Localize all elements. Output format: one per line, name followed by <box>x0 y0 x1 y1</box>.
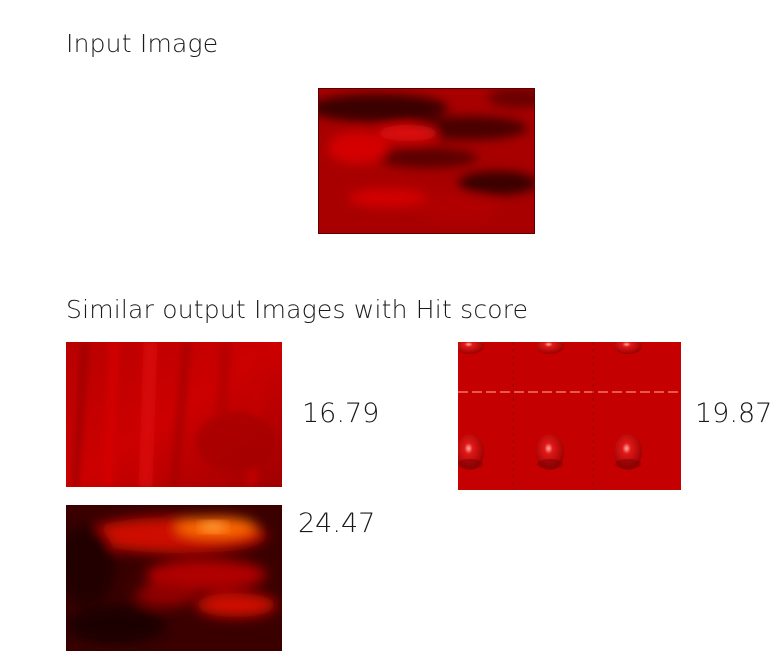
result-image-3 <box>66 505 282 651</box>
input-image-heading: Input Image <box>66 29 219 58</box>
result-image-2 <box>458 342 681 490</box>
result-score-1: 16.79 <box>302 398 380 429</box>
output-images-heading: Similar output Images with Hit score <box>66 295 529 324</box>
result-image-1 <box>66 342 282 487</box>
result-score-3: 24.47 <box>298 508 376 539</box>
result-score-2: 19.87 <box>695 398 773 429</box>
input-image <box>318 88 535 234</box>
